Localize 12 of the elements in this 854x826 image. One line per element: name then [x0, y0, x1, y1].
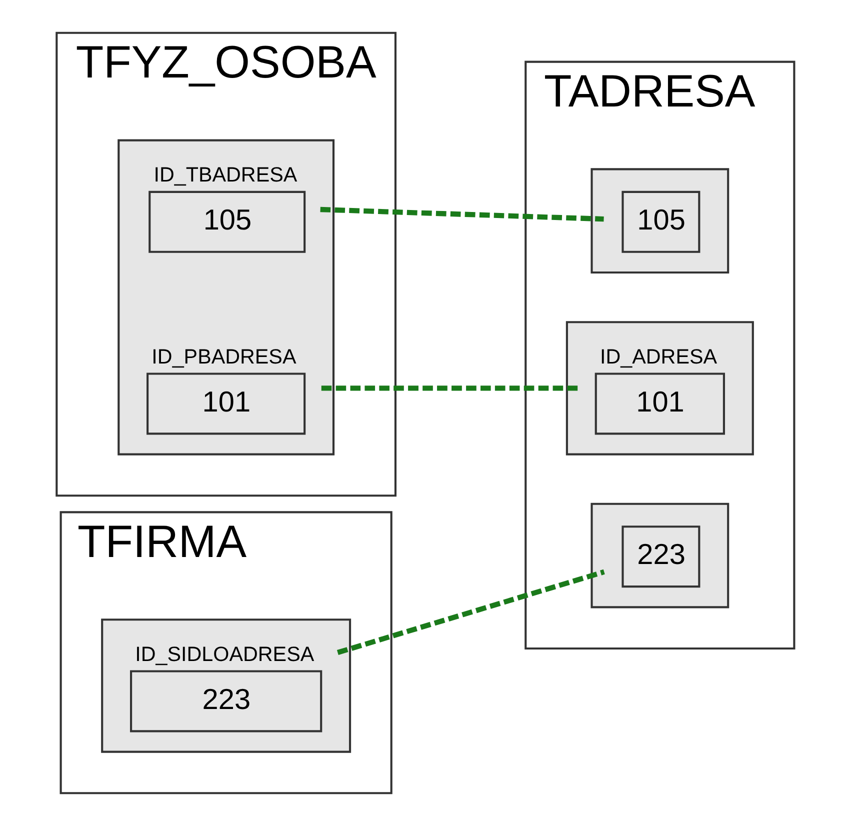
connector: [320, 386, 579, 391]
node-label: ID_TBADRESA: [153, 164, 297, 187]
node-label: ID_ADRESA: [600, 345, 717, 368]
node-label: ID_PBADRESA: [151, 345, 296, 368]
cluster: [590, 168, 729, 274]
cluster: [100, 618, 351, 753]
cluster: [565, 321, 754, 456]
connector: [336, 569, 604, 655]
cluster: [117, 139, 334, 456]
cluster: [590, 502, 729, 608]
node-label: ID_SIDLOADRESA: [134, 642, 314, 666]
connector: [320, 206, 604, 222]
